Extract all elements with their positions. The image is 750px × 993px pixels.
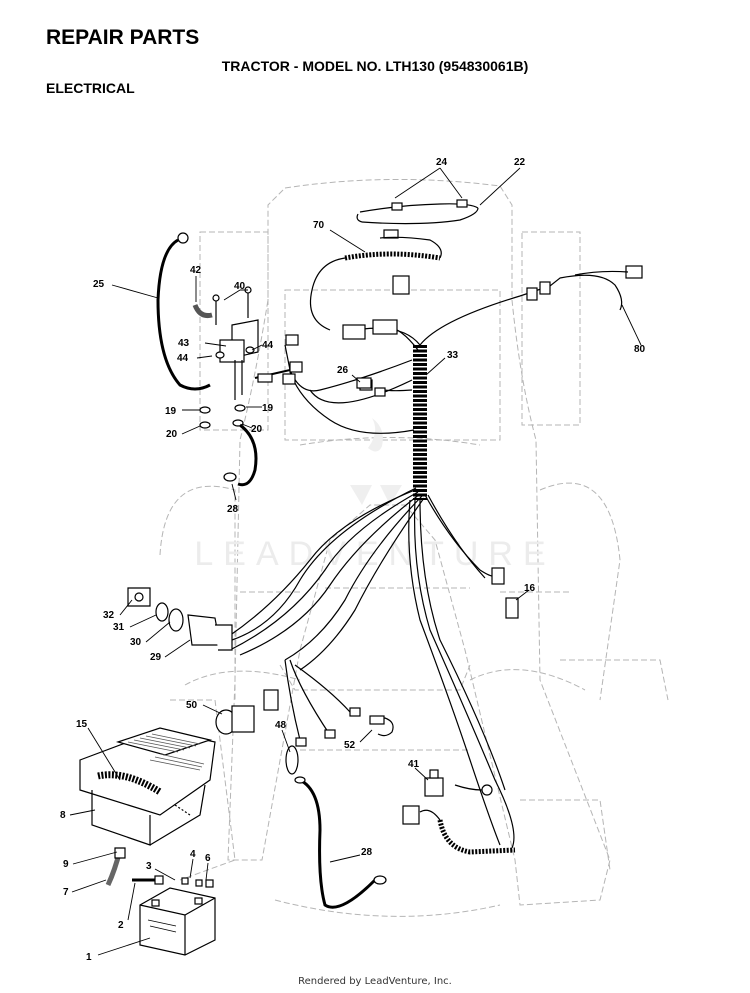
footer-credit: Rendered by LeadVenture, Inc. [298,976,452,987]
callout-33: 32 [103,610,115,621]
callout-30: 29 [150,652,162,663]
callout-52: 52 [344,740,356,751]
battery-cable [294,776,387,909]
solenoid-assembly [156,232,291,487]
model-number: TRACTOR - MODEL NO. LTH130 (954830061B) [221,58,529,74]
callout-3: 3 [146,861,152,872]
callout-7: 7 [63,887,69,898]
callout-42: 42 [190,265,202,276]
callout-4: 4 [190,849,196,860]
leader-lines [69,167,642,956]
ignition-switch-group [127,587,233,651]
callout-labels: 24 22 70 42 25 40 43 44 44 33 26 80 19 1… [60,157,646,963]
callout-6: 6 [205,853,211,864]
watermark: LEADVENTURE [194,418,555,573]
callout-80: 80 [634,344,646,355]
callout-40: 33 [447,350,459,361]
callout-24: 25 [93,279,105,290]
switches-group [215,659,394,775]
callout-25: 28 [227,504,239,515]
callout-50: 50 [186,700,198,711]
callout-9: 9 [63,859,69,870]
battery [105,847,216,956]
callout-41: 40 [234,281,246,292]
callout-15: 15 [76,719,88,730]
callout-8: 8 [60,810,66,821]
callout-19-left: 19 [165,406,177,417]
callout-31: 30 [130,637,142,648]
callout-26: 26 [337,365,349,376]
callout-16: 16 [524,583,536,594]
watermark-text: LEADVENTURE [194,535,555,573]
callout-29: 41 [408,759,420,770]
callout-20-right: 20 [251,424,263,435]
battery-box [79,727,216,846]
callout-43: 43 [178,338,190,349]
page-title: REPAIR PARTS [46,26,200,49]
wiring-harness [219,199,643,855]
callout-22: 24 [436,157,448,168]
callout-44-right: 44 [262,340,274,351]
callout-44-left: 44 [177,353,189,364]
callout-2: 2 [118,920,124,931]
callout-70: 70 [313,220,325,231]
callout-1: 1 [86,952,92,963]
callout-19-right: 19 [262,403,274,414]
callout-32: 31 [113,622,125,633]
callout-20-left: 20 [166,429,178,440]
callout-21: 22 [514,157,526,168]
callout-48: 48 [275,720,287,731]
section-title: ELECTRICAL [46,80,135,96]
callout-28: 28 [361,847,373,858]
